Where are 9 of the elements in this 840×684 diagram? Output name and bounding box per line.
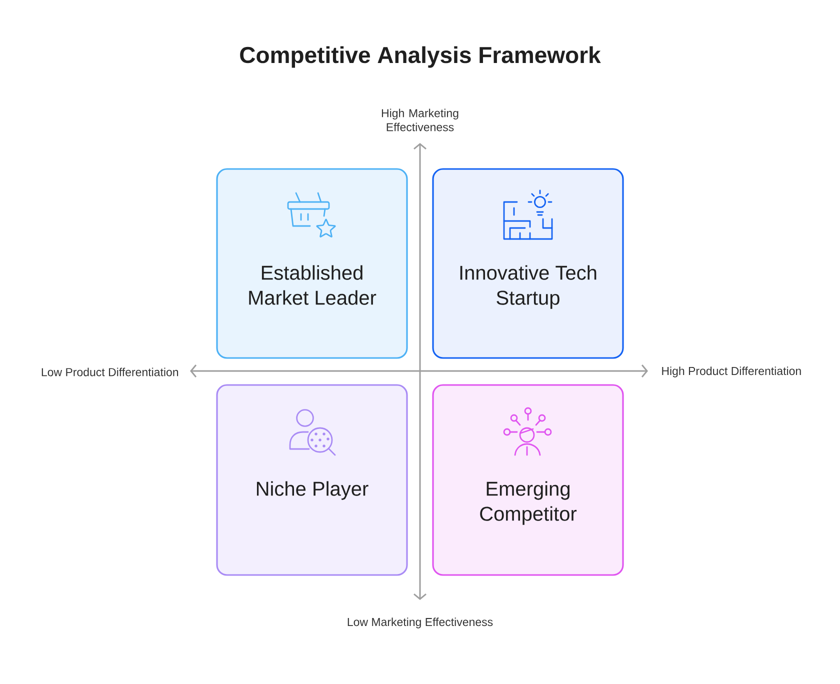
- axis-label: High Marketing Effectiveness: [382, 108, 458, 132]
- quadrant-box: Innovative Tech Startup: [432, 168, 624, 359]
- axis-label: High Product Differentiation: [662, 366, 801, 378]
- quadrant-box: Established Market Leader: [216, 168, 408, 359]
- quadrant-box: Niche Player: [216, 384, 408, 576]
- title: Competitive Analysis Framework: [240, 46, 601, 68]
- quadrant-box: Emerging Competitor: [432, 384, 624, 576]
- axis-label: Low Product Differentiation: [42, 368, 178, 376]
- axis-label: Low Marketing Effectiveness: [348, 618, 493, 628]
